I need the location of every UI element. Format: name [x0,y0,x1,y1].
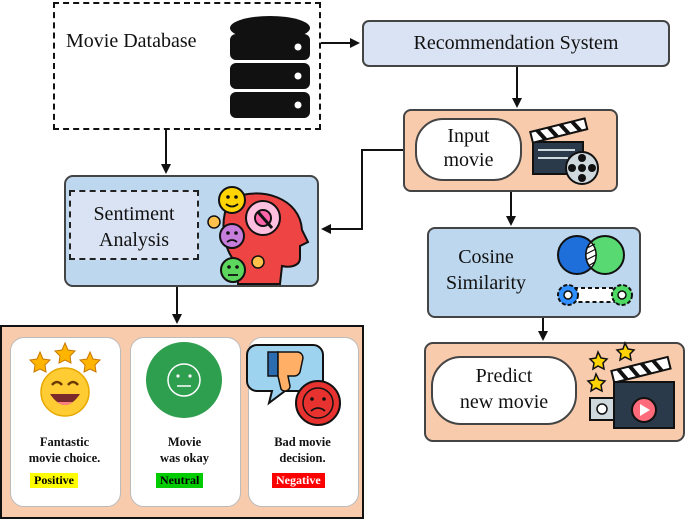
neutral-badge: Neutral [156,473,204,488]
neutral-face-icon [146,342,222,418]
predict-new-movie-pill [431,356,577,425]
outcome-positive-text-2: movie choice. [28,451,101,465]
sentiment-analysis-label-frame [69,190,199,260]
outcome-neutral-text-2: was okay [160,451,209,465]
arrow-input-to-sentiment [321,149,403,234]
cosine-similarity-label-2: Similarity [446,272,526,294]
head-emotions-icon [207,186,310,285]
positive-badge: Positive [30,473,78,488]
outcome-positive-text-1: Fantastic [39,435,90,449]
sentiment-analysis-label-2: Analysis [99,229,169,251]
sentiment-analysis-label-1: Sentiment [93,203,175,225]
outcome-neutral-text-1: Movie [167,435,202,449]
recommendation-system-label: Recommendation System [413,32,619,54]
predict-new-movie-label-1: Predict [475,365,533,387]
predict-new-movie-label-2: new movie [459,391,549,413]
movie-database-label: Movie Database [66,30,197,52]
database-icon [230,16,310,118]
input-movie-label-2: movie [443,149,494,171]
outcome-negative-text-1: Bad movie [274,435,331,449]
negative-badge: Negative [272,473,325,488]
input-movie-pill [415,118,522,181]
flow-arrows [161,38,548,341]
recommendation-system-box: Recommendation System [362,20,670,67]
clapperboard-camera-icon [586,341,675,429]
clapperboard-film-reel-icon [529,117,599,185]
happy-face-icon [28,341,102,417]
venn-gears-icon [557,235,633,306]
outcome-negative-text-2: decision. [279,451,326,465]
thumbs-down-sad-icon [246,344,341,426]
input-movie-label-1: Input [447,125,490,147]
cosine-similarity-label-1: Cosine [458,246,514,268]
